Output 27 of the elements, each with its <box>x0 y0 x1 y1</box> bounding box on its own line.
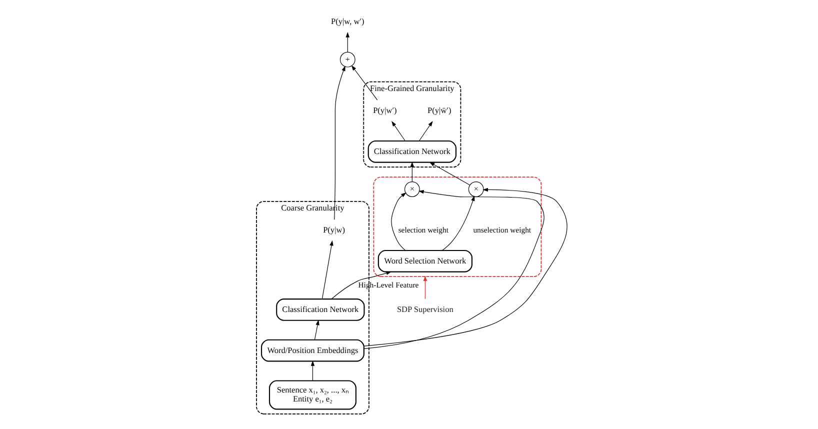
arrow <box>391 120 405 141</box>
node-text: P(y|w, w′) <box>330 16 364 26</box>
node-circle: × <box>404 181 420 196</box>
node-text: P(y|w) <box>322 225 344 234</box>
arrow <box>441 195 474 250</box>
arrow <box>422 275 427 299</box>
arrow <box>410 161 414 182</box>
arrow <box>418 120 432 141</box>
node-circle: × <box>468 181 484 196</box>
node-box: Classification Network <box>276 298 364 320</box>
arrow <box>428 162 470 185</box>
node-text: P(y|w̄′) <box>427 106 451 115</box>
arrow <box>390 192 406 250</box>
node-text: SDP Supervision <box>396 304 453 314</box>
arrow <box>310 360 314 380</box>
node-circle: + <box>339 51 355 67</box>
node-box: Sentence x₁, x₂, ..., xₙ Entity e₁, e₂ <box>268 380 356 410</box>
arrow <box>345 31 349 52</box>
node-box: Word Selection Network <box>377 249 472 272</box>
node-box: Word/Position Embeddings <box>260 338 364 362</box>
arrow <box>350 64 378 100</box>
arrow <box>330 270 392 299</box>
arrow <box>321 240 333 299</box>
arrow <box>334 65 345 220</box>
node-box: Classification Network <box>367 140 456 162</box>
node-text: P(y|w′) <box>372 106 396 115</box>
arrow <box>314 319 319 340</box>
